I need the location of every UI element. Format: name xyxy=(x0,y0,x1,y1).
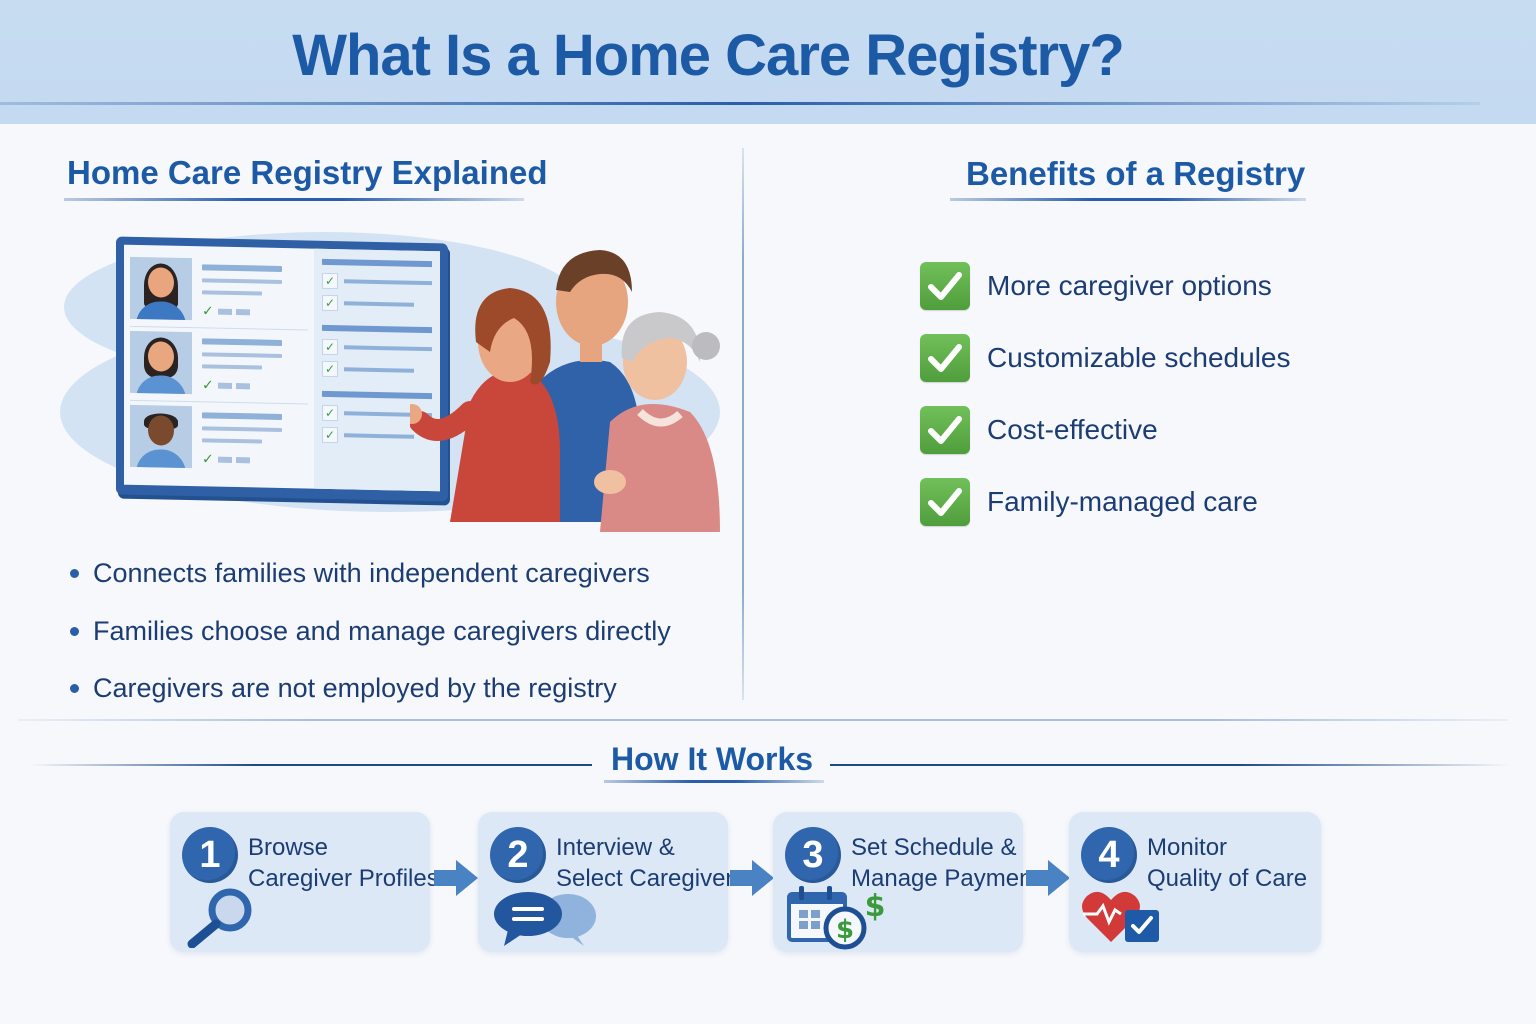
caregiver-avatar xyxy=(130,256,192,321)
left-section-title: Home Care Registry Explained xyxy=(67,154,548,191)
bullet-item: Caregivers are not employed by the regis… xyxy=(68,660,671,718)
green-check-icon xyxy=(920,334,970,382)
chat-bubbles-icon xyxy=(494,892,596,946)
step-card-4: 4 Monitor Quality of Care xyxy=(1069,812,1321,952)
green-check-icon xyxy=(920,478,970,526)
page-title: What Is a Home Care Registry? xyxy=(292,23,1125,88)
checkbox-icon: ✓ xyxy=(322,294,338,312)
step-card-2: 2 Interview & Select Caregiver xyxy=(478,812,733,952)
step-card-1: 1 Browse Caregiver Profiles xyxy=(170,812,439,952)
step-number-badge: 2 xyxy=(490,827,546,883)
heart-check-icon xyxy=(1082,891,1159,942)
bullet-text: Caregivers are not employed by the regis… xyxy=(93,673,617,704)
caregiver-avatar xyxy=(130,330,192,395)
benefit-text: Family-managed care xyxy=(987,486,1258,517)
check-icon: ✓ xyxy=(202,376,214,393)
step-label: Interview & Select Caregiver xyxy=(556,834,734,892)
header-rule xyxy=(0,102,1480,105)
benefit-item: Customizable schedules xyxy=(920,322,1291,394)
green-check-icon xyxy=(920,406,970,454)
bullet-dot-icon xyxy=(70,684,79,694)
checkbox-icon: ✓ xyxy=(322,426,338,444)
profile-card: ✓ xyxy=(130,326,308,405)
check-icon: ✓ xyxy=(202,450,214,467)
benefit-item: Family-managed care xyxy=(920,466,1291,538)
bullet-dot-icon xyxy=(70,569,79,579)
svg-text:$: $ xyxy=(836,915,854,945)
arrow-right-icon xyxy=(730,860,774,896)
header-banner: What Is a Home Care Registry? xyxy=(0,0,1536,124)
profile-card: ✓ xyxy=(130,252,308,331)
benefit-text: Cost-effective xyxy=(987,414,1158,445)
step-number-badge: 3 xyxy=(785,827,841,883)
step-label: Monitor Quality of Care xyxy=(1147,834,1308,892)
caregiver-avatar xyxy=(130,404,192,469)
step-number-badge: 4 xyxy=(1081,827,1137,883)
check-icon: ✓ xyxy=(202,302,214,319)
bullet-text: Connects families with independent careg… xyxy=(93,558,650,589)
benefit-text: Customizable schedules xyxy=(987,342,1291,373)
how-it-works-line-right xyxy=(830,764,1510,766)
right-section-title: Benefits of a Registry xyxy=(966,155,1306,192)
arrow-right-icon xyxy=(434,860,478,896)
bullet-dot-icon xyxy=(70,626,79,636)
bullet-item: Families choose and manage caregivers di… xyxy=(68,603,671,661)
how-it-works-underline xyxy=(604,780,824,783)
how-it-works-line-left xyxy=(30,764,592,766)
calendar-dollar-icon: $ $ xyxy=(787,886,886,950)
step-label: Set Schedule & Manage Payments xyxy=(851,834,1052,892)
profile-screen: ✓ ✓ xyxy=(116,236,448,502)
magnifier-icon xyxy=(187,888,252,948)
green-check-icon xyxy=(920,262,970,310)
profile-card: ✓ xyxy=(130,401,308,479)
left-section-underline xyxy=(64,198,524,201)
benefit-item: Cost-effective xyxy=(920,394,1291,466)
step-number-badge: 1 xyxy=(182,827,238,883)
checkbox-icon: ✓ xyxy=(322,272,338,290)
step-card-3: 3 Set Schedule & Manage Payments $ $ xyxy=(773,812,1051,952)
family-illustration xyxy=(410,250,720,532)
benefit-text: More caregiver options xyxy=(987,270,1272,301)
benefit-item: More caregiver options xyxy=(920,250,1291,322)
arrow-right-icon xyxy=(1026,860,1070,896)
bullet-item: Connects families with independent careg… xyxy=(68,545,671,603)
horizontal-divider xyxy=(18,719,1508,721)
bullet-text: Families choose and manage caregivers di… xyxy=(93,615,671,646)
right-section-underline xyxy=(950,198,1306,201)
checkbox-icon: ✓ xyxy=(322,338,338,356)
vertical-divider xyxy=(742,148,744,700)
step-label: Browse Caregiver Profiles xyxy=(248,834,439,892)
how-it-works-title: How It Works xyxy=(611,741,814,777)
checkbox-icon: ✓ xyxy=(322,360,338,378)
benefits-list: More caregiver options Customizable sche… xyxy=(920,250,1291,538)
registry-illustration: ✓ ✓ xyxy=(60,222,730,532)
checkbox-icon: ✓ xyxy=(322,404,338,422)
registry-bullet-list: Connects families with independent careg… xyxy=(68,545,671,718)
svg-text:$: $ xyxy=(865,889,886,924)
profile-list: ✓ ✓ xyxy=(124,245,314,489)
